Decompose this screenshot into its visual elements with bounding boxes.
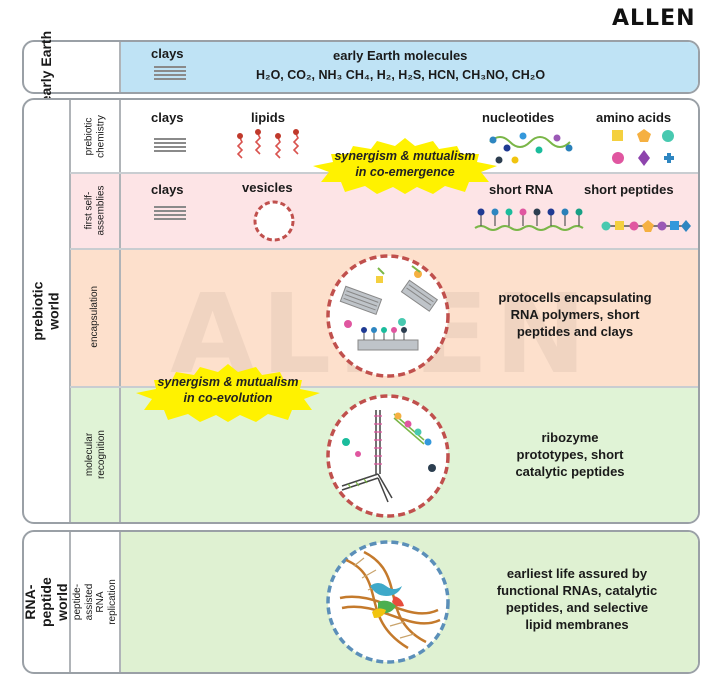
rna-replication-sublabel: peptide-assisted RNA replication: [72, 579, 118, 625]
amino-acid-shapes-icon: [612, 129, 674, 166]
prebiotic-world-label: prebiotic world: [29, 281, 62, 341]
co-evolution-text: synergism & mutualism in co-evolution: [157, 375, 299, 405]
short-rna-icon: [474, 208, 584, 231]
vesicle-icon: [253, 200, 295, 242]
early-earth-label: early Earth: [37, 30, 54, 104]
ribozyme-cell-icon: [326, 394, 450, 518]
recognition-description: ribozyme prototypes, short catalytic pep…: [515, 430, 625, 479]
early-earth-formula: H₂O, CO₂, NH₃ CH₄, H₂, H₂S, HCN, CH₃NO, …: [256, 68, 546, 82]
clay-layers-icon: [154, 66, 186, 82]
encapsulation-label: encapsulation: [89, 286, 101, 348]
nucleotide-chain-icon: [489, 132, 573, 164]
short-rna-label: short RNA: [489, 182, 554, 197]
clay-layers-icon: [154, 138, 186, 154]
short-peptides-icon: [601, 220, 691, 232]
rna-world-description: earliest life assured by functional RNAs…: [496, 566, 658, 632]
lipid-molecule-icon: [236, 129, 300, 159]
nucleotides-label: nucleotides: [482, 110, 555, 125]
co-evolution-burst-icon: [136, 364, 320, 422]
assembly-clays-label: clays: [151, 182, 184, 197]
co-emergence-text: synergism & mutualism in co-emergence: [334, 149, 476, 179]
rna-peptide-helix-icon: [326, 540, 450, 664]
chem-clays-label: clays: [151, 110, 184, 125]
early-earth-band: [120, 42, 698, 92]
protocell-icon: [326, 254, 450, 378]
encapsulation-description: protocells encapsulating RNA polymers, s…: [498, 290, 652, 339]
early-earth-clays-label: clays: [151, 46, 184, 61]
short-peptides-label: short peptides: [584, 182, 674, 197]
first-self-assemblies-label: first self-assemblies: [83, 184, 107, 236]
clay-layers-icon: [154, 206, 186, 222]
lipids-label: lipids: [251, 110, 285, 125]
molecular-recognition-label: molecular recognition: [83, 429, 107, 479]
rna-peptide-world-label: RNA-peptide world: [21, 577, 71, 627]
prebiotic-chemistry-label: prebiotic chemistry: [83, 114, 107, 158]
vesicles-label: vesicles: [242, 180, 293, 195]
co-emergence-burst-icon: [313, 138, 497, 194]
allen-logo: ALLEN: [612, 6, 696, 31]
amino-acids-label: amino acids: [596, 110, 672, 125]
early-earth-molecules-title: early Earth molecules: [333, 48, 468, 63]
